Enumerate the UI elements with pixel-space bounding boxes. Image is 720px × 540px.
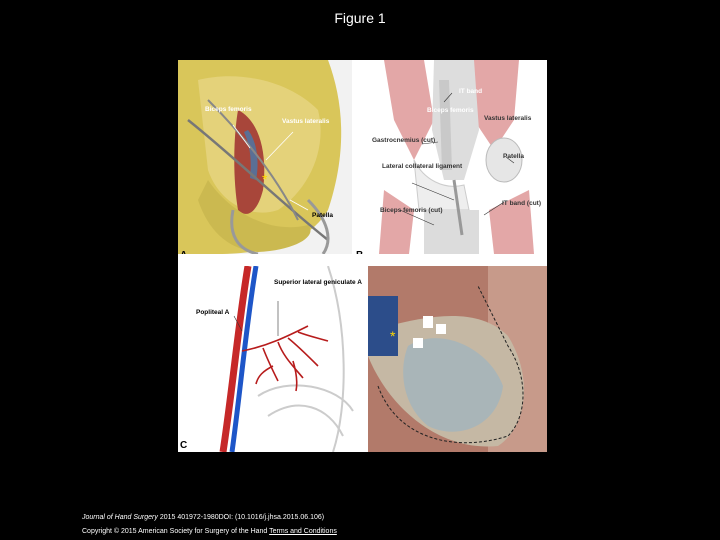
panel-letter-a: A — [180, 250, 187, 254]
journal-name: Journal of Hand Surgery — [82, 514, 158, 521]
panel-c-illustration: Popliteal A Superior lateral geniculate … — [178, 266, 364, 452]
label-biceps-femoris-b: Biceps femoris — [427, 107, 474, 114]
copyright-text: Copyright © 2015 American Society for Su… — [82, 528, 268, 535]
label-lateral-collateral-ligament: Lateral collateral ligament — [382, 163, 463, 170]
label-vastus-lateralis-a: Vastus lateralis — [282, 118, 330, 125]
footer-citation: Journal of Hand Surgery 2015 401972-1980… — [82, 514, 324, 521]
label-popliteal-artery: Popliteal A — [196, 309, 230, 316]
label-it-band-top: IT band — [459, 88, 482, 95]
panel-b-illustration: IT band Biceps femoris Vastus lateralis … — [354, 60, 547, 254]
label-biceps-femoris-cut: Biceps femoris (cut) — [380, 207, 443, 214]
panel-d-photo: * D — [368, 266, 547, 452]
asterisk-marker-a: * — [262, 171, 268, 187]
asterisk-marker-d: * — [390, 328, 396, 344]
label-patella-a: Patella — [312, 212, 333, 219]
footer-copyright: Copyright © 2015 American Society for Su… — [82, 528, 337, 535]
panel-a-photo: Biceps femoris Vastus lateralis Patella … — [178, 60, 352, 254]
panel-letter-c: C — [180, 440, 188, 451]
label-superior-lateral-geniculate-artery: Superior lateral geniculate A — [274, 279, 362, 286]
label-gastrocnemius-cut: Gastrocnemius (cut) — [372, 137, 435, 144]
label-patella-b: Patella — [503, 153, 524, 160]
terms-and-conditions-link[interactable]: Terms and Conditions — [269, 528, 337, 535]
label-vastus-lateralis-b: Vastus lateralis — [484, 115, 532, 122]
label-it-band-cut: IT band (cut) — [502, 200, 541, 207]
citation-text: 2015 401972-1980DOI: (10.1016/j.jhsa.201… — [159, 514, 325, 521]
panel-letter-b: B — [356, 250, 363, 254]
figure-composite: Biceps femoris Vastus lateralis Patella … — [178, 60, 547, 452]
label-biceps-femoris-a: Biceps femoris — [205, 106, 252, 113]
figure-title: Figure 1 — [334, 10, 386, 26]
